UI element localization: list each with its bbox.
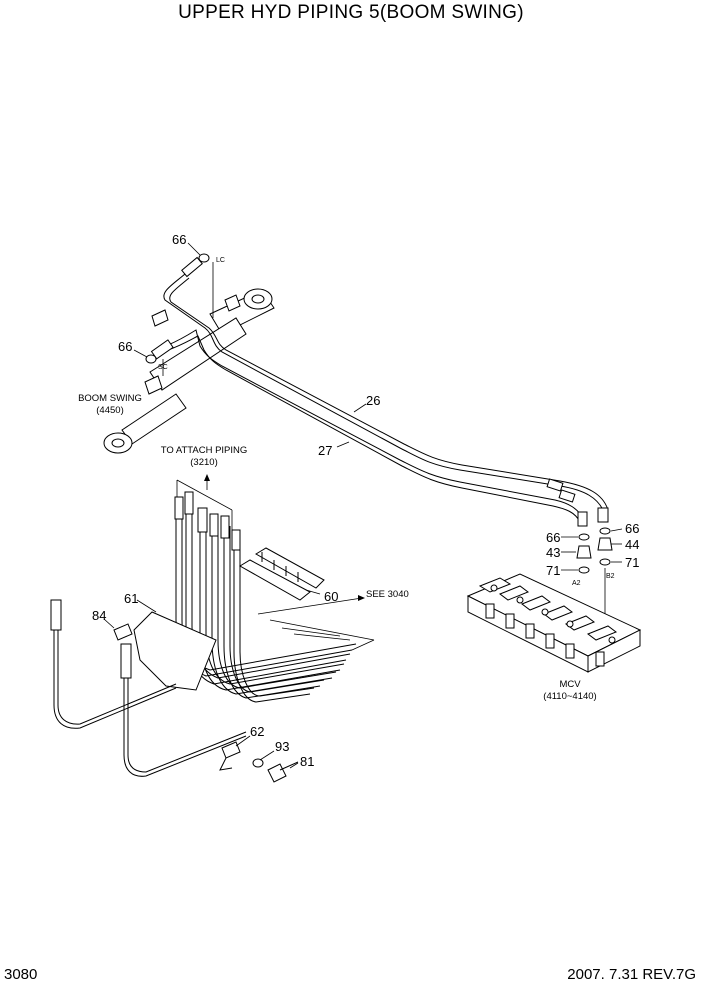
page-number: 3080 <box>4 966 38 983</box>
callout-66: 66 <box>625 521 639 536</box>
callout-62: 62 <box>250 724 264 739</box>
port-label-a2: A2 <box>572 580 581 587</box>
callout-26: 26 <box>366 393 380 408</box>
revision-stamp: 2007. 7.31 REV.7G <box>567 966 696 983</box>
port-label-lc: LC <box>216 257 225 264</box>
callout-71: 71 <box>546 563 560 578</box>
page-title: UPPER HYD PIPING 5(BOOM SWING) <box>178 2 524 23</box>
callout-leaders <box>103 242 623 769</box>
boom-swing-ref: (4450) <box>96 405 123 416</box>
callout-84: 84 <box>92 608 106 623</box>
hose-fitting-sc <box>150 339 174 360</box>
pipe-26 <box>163 273 609 513</box>
reference-guide-lines <box>257 595 375 651</box>
callout-60: 60 <box>324 589 338 604</box>
pipe-clamp <box>546 478 564 492</box>
callout-66: 66 <box>118 339 132 354</box>
pin-62 <box>219 741 241 771</box>
mcv-ref: (4110~4140) <box>543 691 596 702</box>
fitting-b2 <box>597 507 609 523</box>
callout-43: 43 <box>546 545 560 560</box>
callout-44: 44 <box>625 537 639 552</box>
o-ring-66 <box>198 253 210 263</box>
pipe-27 <box>167 329 585 523</box>
mcv-valve-block <box>466 573 642 673</box>
left-hoses <box>50 599 247 777</box>
washer-93 <box>252 758 264 768</box>
callout-66: 66 <box>546 530 560 545</box>
see-ref-label: SEE 3040 <box>366 589 409 600</box>
callout-66: 66 <box>172 232 186 247</box>
hose-clamp-60 <box>239 547 325 601</box>
bolt-81 <box>267 761 299 783</box>
mcv-label: MCV <box>559 679 581 690</box>
hose-fitting-lc <box>181 256 203 278</box>
port-label-sc: SC <box>158 364 168 371</box>
callout-27: 27 <box>318 443 332 458</box>
fitting-a2 <box>577 511 588 527</box>
callout-71: 71 <box>625 555 639 570</box>
callout-93: 93 <box>275 739 289 754</box>
callout-61: 61 <box>124 591 138 606</box>
callout-81: 81 <box>300 754 314 769</box>
o-ring-66 <box>145 354 157 364</box>
mcv-seal-parts <box>576 527 613 628</box>
to-attach-piping-ref: (3210) <box>190 457 217 468</box>
pipe-clamp <box>558 489 576 503</box>
boom-swing-cylinder <box>103 288 275 454</box>
boom-swing-label: BOOM SWING <box>78 393 142 404</box>
to-attach-piping-label: TO ATTACH PIPING <box>161 445 248 456</box>
hose-bracket-61 <box>133 611 217 691</box>
fitting-84 <box>113 623 133 641</box>
port-label-b2: B2 <box>606 573 615 580</box>
